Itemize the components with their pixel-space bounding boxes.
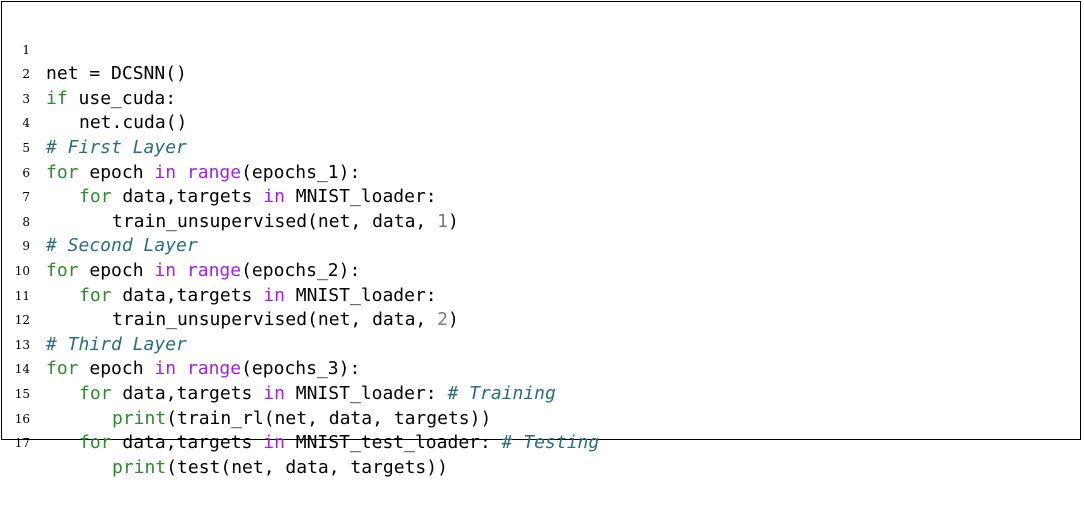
code-line: 12 # Third Layer: [2, 284, 1080, 355]
line-number: 15: [14, 386, 30, 401]
keyword-for: for: [79, 382, 112, 404]
code-text: net = DCSNN(): [46, 62, 187, 87]
keyword-in: in: [263, 382, 285, 404]
keyword-in: in: [154, 259, 177, 281]
line-number: 11: [14, 288, 30, 303]
code-line: 11 train_unsupervised(net, data, 2): [2, 259, 1080, 331]
code-listing: 1 net = DCSNN() 2 if use_cuda: 3 net.cud…: [1, 1, 1081, 478]
range-args: (epochs_1):: [241, 161, 361, 183]
keyword-for: for: [79, 284, 112, 306]
number-literal: 2: [437, 309, 448, 331]
code-text: print(test(net, data, targets)): [46, 456, 448, 481]
code-line: 5 for epoch in range(epochs_1):: [2, 111, 1080, 183]
call-close: ): [447, 210, 459, 232]
range-args: (epochs_2):: [241, 259, 361, 281]
line-number: 17: [14, 436, 30, 451]
loop-var: epoch: [78, 161, 155, 183]
code-text: for epoch in range(epochs_1):: [46, 161, 360, 186]
condition: use_cuda:: [67, 87, 177, 109]
code-text: print(train_rl(net, data, targets)): [46, 407, 491, 432]
line-number: 4: [22, 116, 30, 131]
code-line: 8 # Second Layer: [2, 185, 1080, 257]
line-number: 10: [14, 263, 30, 278]
statement: net.cuda(): [79, 112, 188, 134]
keyword-for: for: [46, 161, 79, 183]
code-line: 9 for epoch in range(epochs_2):: [2, 210, 1080, 281]
code-line: 15 print(train_rl(net, data, targets)): [2, 357, 1080, 429]
iterable: MNIST_loader:: [284, 284, 437, 306]
code-text: train_unsupervised(net, data, 1): [46, 210, 459, 235]
code-line: 6 for data,targets in MNIST_loader:: [2, 136, 1080, 208]
code-line: 4 # First Layer: [2, 87, 1080, 158]
keyword-in: in: [154, 161, 177, 183]
loop-var: epoch: [78, 259, 155, 281]
code-text: for data,targets in MNIST_loader: # Trai…: [46, 382, 556, 407]
code-line: 14 for data,targets in MNIST_loader: # T…: [2, 333, 1080, 404]
code-line: 7 train_unsupervised(net, data, 1): [2, 161, 1080, 232]
code-text: for data,targets in MNIST_loader:: [46, 284, 437, 309]
line-number: 8: [22, 214, 30, 229]
loop-var: epoch: [78, 358, 155, 380]
comment: # Training: [447, 382, 556, 404]
line-number: 6: [22, 165, 30, 180]
code-line: 1 net = DCSNN(): [2, 13, 1080, 85]
builtin-print: print: [112, 407, 167, 429]
code-text: if use_cuda:: [46, 87, 176, 112]
builtin-range: range: [186, 161, 242, 183]
loop-var: data,targets: [111, 382, 264, 404]
line-number: 14: [14, 362, 30, 377]
comment: # Second Layer: [46, 235, 198, 257]
code-text: # First Layer: [46, 136, 187, 161]
builtin-range: range: [186, 358, 242, 380]
keyword-for: for: [46, 358, 79, 380]
call: train_unsupervised(net, data,: [112, 210, 438, 232]
line-number: 9: [22, 239, 30, 254]
code-block: 1 net = DCSNN() 2 if use_cuda: 3 net.cud…: [2, 13, 1080, 478]
line-number: 2: [22, 67, 30, 82]
keyword-in: in: [263, 186, 285, 208]
builtin-print: print: [112, 456, 167, 478]
keyword-in: in: [154, 358, 177, 380]
comment: # Third Layer: [46, 333, 187, 355]
print-args: (test(net, data, targets)): [166, 456, 448, 478]
comment: # First Layer: [46, 136, 187, 158]
code-line: 16 for data,targets in MNIST_test_loader…: [2, 382, 1080, 454]
line-number: 5: [22, 140, 30, 155]
code-text: # Third Layer: [46, 333, 187, 358]
keyword-for: for: [79, 186, 112, 208]
line-number: 13: [14, 337, 30, 352]
keyword-if: if: [46, 87, 68, 109]
line-number: 16: [14, 411, 30, 426]
line-number: 1: [22, 42, 30, 57]
code-text: for data,targets in MNIST_loader:: [46, 185, 437, 210]
builtin-range: range: [186, 259, 242, 281]
code-line: 2 if use_cuda:: [2, 38, 1080, 109]
number-literal: 1: [437, 210, 448, 232]
iterable: MNIST_loader:: [284, 186, 437, 208]
code-text: for data,targets in MNIST_test_loader: #…: [46, 431, 599, 456]
keyword-in: in: [263, 284, 285, 306]
code-text: net.cuda(): [46, 111, 187, 136]
line-number: 3: [22, 91, 30, 106]
iterable: MNIST_loader:: [284, 382, 448, 404]
statement: net = DCSNN(): [46, 63, 187, 85]
range-args: (epochs_3):: [241, 358, 361, 380]
line-number: 7: [22, 190, 30, 205]
code-text: # Second Layer: [46, 234, 198, 259]
loop-var: data,targets: [111, 284, 264, 306]
loop-var: data,targets: [111, 186, 264, 208]
code-line: 3 net.cuda(): [2, 62, 1080, 134]
line-number: 12: [14, 313, 30, 328]
code-text: train_unsupervised(net, data, 2): [46, 308, 459, 333]
code-text: for epoch in range(epochs_2):: [46, 259, 360, 284]
keyword-for: for: [46, 259, 79, 281]
call-close: ): [447, 309, 459, 331]
code-text: for epoch in range(epochs_3):: [46, 357, 360, 382]
code-line: 10 for data,targets in MNIST_loader:: [2, 234, 1080, 306]
code-line: 13 for epoch in range(epochs_3):: [2, 308, 1080, 380]
print-args: (train_rl(net, data, targets)): [166, 407, 492, 429]
code-line: 17 print(test(net, data, targets)): [2, 407, 1080, 478]
call: train_unsupervised(net, data,: [112, 309, 438, 331]
